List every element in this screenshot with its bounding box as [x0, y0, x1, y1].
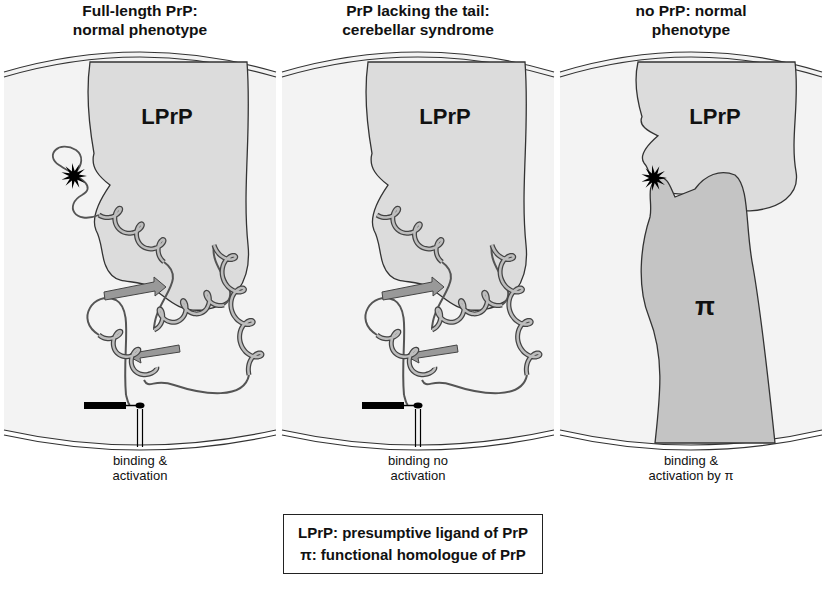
ligand-outline — [82, 62, 252, 312]
loop — [214, 245, 231, 305]
helix — [99, 331, 157, 375]
gpi-bar — [84, 402, 126, 409]
homologue-shape: π — [635, 167, 775, 443]
membrane-drawing — [560, 0, 822, 490]
helix — [99, 331, 157, 375]
legend-line: LPrP: presumptive ligand of PrP — [298, 522, 528, 544]
membrane-line — [560, 430, 822, 445]
membrane-drawing — [4, 0, 276, 490]
prp-illustration — [560, 0, 822, 490]
cell-panel: PrP lacking the tail: cerebellar syndrom… — [282, 0, 554, 490]
prp-ribbon — [84, 208, 262, 447]
cell-panel: Full-length PrP: normal phenotype binding… — [4, 0, 276, 490]
ligand-outline — [630, 62, 800, 212]
ligand-shape: LPrP — [630, 62, 800, 212]
panel-heading: PrP lacking the tail: cerebellar syndrom… — [329, 2, 507, 39]
helix — [154, 292, 224, 330]
membrane-line — [282, 435, 554, 450]
membrane-line — [560, 435, 822, 450]
membrane-line — [4, 57, 276, 77]
membrane-line — [4, 430, 276, 445]
anchor-stem — [420, 409, 421, 447]
legend-line: π: functional homologue of PrP — [298, 544, 528, 566]
helix — [377, 208, 442, 262]
anchor-stem — [142, 409, 143, 447]
beta-strand — [128, 345, 180, 363]
membrane-line — [282, 57, 554, 77]
helix — [432, 292, 502, 330]
helix — [377, 331, 435, 375]
helix — [214, 245, 262, 375]
loop — [492, 245, 509, 305]
bottom-label: binding no activation — [363, 454, 473, 484]
membrane-line — [282, 430, 554, 445]
bottom-label: binding & activation by π — [636, 454, 746, 484]
loop — [154, 262, 173, 330]
beta-strand — [382, 277, 444, 300]
gpi-anchor — [414, 403, 423, 409]
loop — [126, 395, 130, 405]
anchor-stem — [137, 409, 138, 447]
prp-illustration — [282, 0, 554, 490]
ligand-shape: LPrP — [360, 62, 530, 312]
helix — [214, 245, 262, 375]
loop — [432, 262, 451, 330]
membrane-line — [282, 52, 554, 72]
beta-strand — [104, 277, 166, 300]
cell-panel: no PrP: normal phenotype binding & activa… — [560, 0, 822, 490]
gpi-bar — [362, 402, 404, 409]
helix — [377, 331, 435, 375]
loop — [404, 395, 408, 405]
loop — [144, 375, 249, 393]
flexible-tail — [53, 147, 99, 218]
anchor-stem — [415, 409, 416, 447]
loop — [365, 298, 404, 395]
membrane-line — [4, 435, 276, 450]
helix — [99, 208, 164, 262]
helix — [492, 245, 540, 375]
ligand-label: LPrP — [360, 104, 530, 130]
binding-star — [642, 165, 668, 191]
ligand-shape: LPrP — [82, 62, 252, 312]
helix — [99, 208, 164, 262]
ligand-label: LPrP — [630, 104, 800, 130]
ligand-label: LPrP — [82, 104, 252, 130]
beta-strand — [406, 345, 458, 363]
membrane-line — [4, 52, 276, 72]
loop — [422, 375, 527, 393]
homologue-label: π — [635, 291, 775, 322]
membrane-drawing — [282, 0, 554, 490]
helix — [154, 292, 224, 330]
prp-illustration — [4, 0, 276, 490]
membrane-line — [560, 52, 822, 72]
helix — [377, 208, 442, 262]
gpi-anchor — [136, 403, 145, 409]
membrane-line — [560, 57, 822, 77]
bottom-label: binding & activation — [85, 454, 195, 484]
panel-heading: no PrP: normal phenotype — [626, 2, 756, 39]
prp-ribbon — [362, 208, 540, 447]
loop — [87, 298, 126, 395]
ligand-outline — [360, 62, 530, 312]
helix — [432, 292, 502, 330]
helix — [492, 245, 540, 375]
panel-heading: Full-length PrP: normal phenotype — [65, 2, 215, 39]
binding-star — [62, 163, 88, 189]
legend-box: LPrP: presumptive ligand of PrPπ: functi… — [283, 514, 543, 574]
